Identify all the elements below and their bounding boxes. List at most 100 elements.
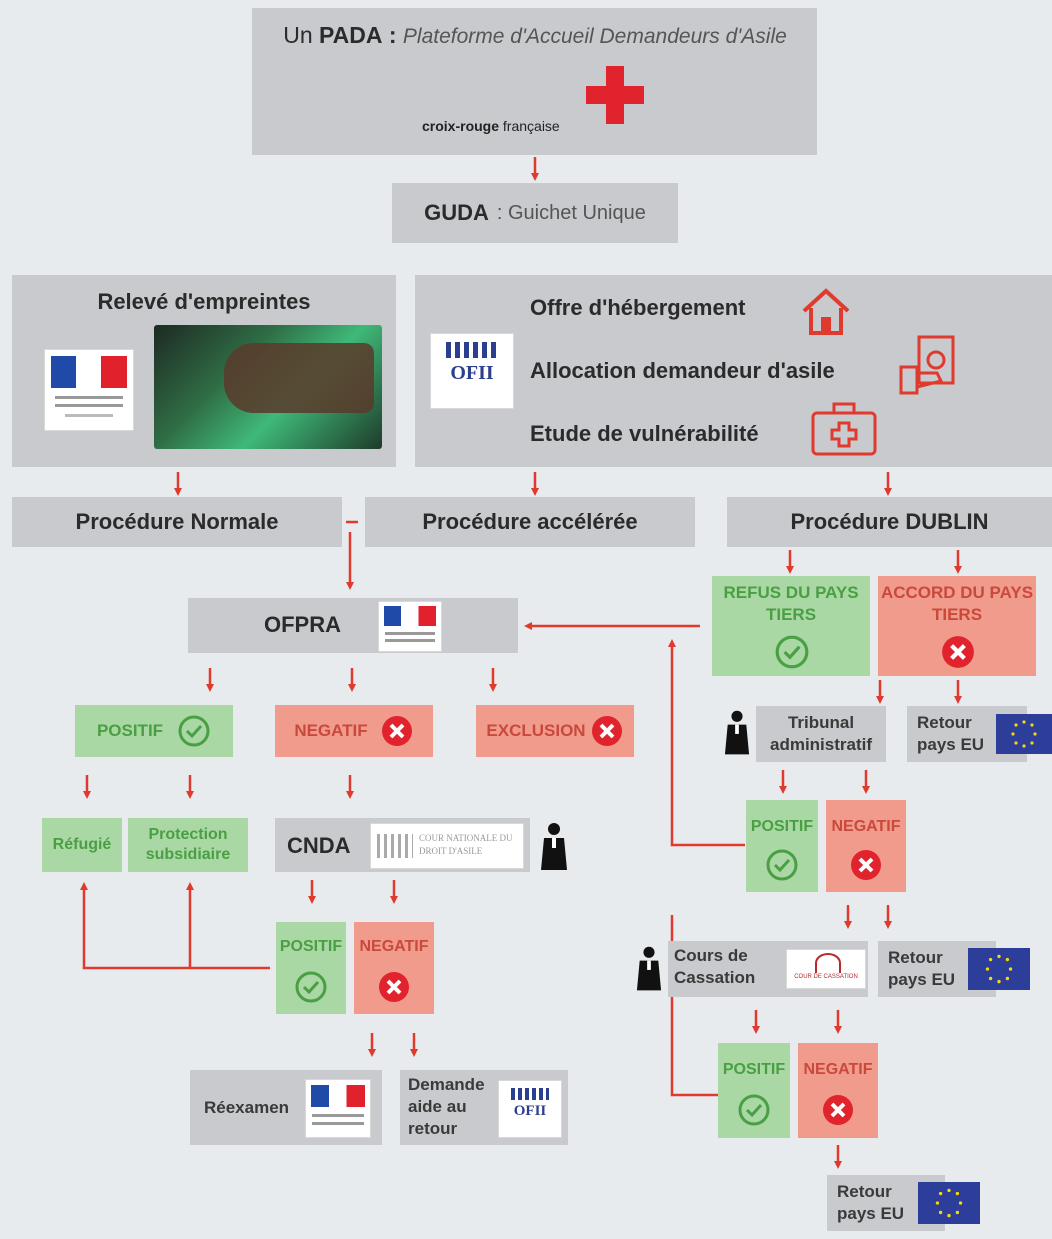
people-icon xyxy=(511,1088,549,1100)
releve-box: Relevé d'empreintes xyxy=(12,275,396,467)
aide-retour-label: Demande aide au retour xyxy=(408,1075,485,1138)
ofii-logo: OFII xyxy=(498,1080,562,1138)
reexamen-label: Réexamen xyxy=(204,1098,290,1117)
service-hebergement: Offre d'hébergement xyxy=(530,295,746,320)
ofii-logo: OFII xyxy=(430,333,514,409)
status-subsidiaire: Protection subsidiaire xyxy=(128,818,248,872)
hand-shape xyxy=(224,343,374,413)
check-circle-icon xyxy=(765,848,799,887)
service-vulnerabilite: Etude de vulnérabilité xyxy=(530,421,759,446)
dublin-refus: REFUS DU PAYS TIERS xyxy=(712,576,870,676)
cross-circle-icon xyxy=(940,634,976,675)
cross-circle-icon xyxy=(821,1093,855,1132)
aide-retour-box: Demande aide au retour OFII xyxy=(400,1070,568,1145)
tribunal-negatif: NEGATIF xyxy=(826,800,906,892)
pada-acronym: PADA xyxy=(319,22,383,48)
ofpra-label: OFPRA xyxy=(264,612,341,637)
cnda-label: CNDA xyxy=(287,833,351,858)
arrow-cnda-positif-refugie xyxy=(80,882,270,970)
people-icon xyxy=(446,342,498,358)
ofii-logo-text: OFII xyxy=(513,1103,547,1119)
tribunal-positif-label: POSITIF xyxy=(750,818,814,835)
pada-colon: : xyxy=(388,22,397,48)
marianne-flag-icon xyxy=(384,606,436,626)
cassation-negatif: NEGATIF xyxy=(798,1043,878,1138)
ofpra-exclusion: EXCLUSION xyxy=(476,705,634,757)
cnda-box: CNDA COUR NATIONALE DU DROIT D'ASILE xyxy=(275,818,530,872)
service-allocation: Allocation demandeur d'asile xyxy=(530,358,835,383)
cassation-logo-text: COUR DE CASSATION xyxy=(794,974,858,980)
croix-rouge-logo-text: croix-rouge française xyxy=(422,118,560,134)
ofpra-negatif: NEGATIF xyxy=(275,705,433,757)
ofpra-box: OFPRA xyxy=(188,598,518,653)
eu-flag-icon xyxy=(968,948,1030,990)
judge-icon xyxy=(724,708,750,758)
pada-un: Un xyxy=(283,22,313,48)
cross-circle-icon xyxy=(590,714,624,748)
marianne-flag-icon xyxy=(311,1085,365,1107)
cnda-positif: POSITIF xyxy=(276,922,346,1014)
cassation-label: Cours de Cassation xyxy=(674,946,756,987)
ofpra-exclusion-label: EXCLUSION xyxy=(486,721,586,740)
red-cross-icon xyxy=(586,66,644,124)
eu-flag-icon xyxy=(996,714,1052,754)
retour-eu-2-label: Retour pays EU xyxy=(888,948,956,989)
check-circle-icon xyxy=(737,1093,771,1132)
cnda-negatif-label: NEGATIF xyxy=(359,938,429,955)
ofii-logo-text: OFII xyxy=(450,362,494,384)
cassation-logo: COUR DE CASSATION xyxy=(786,949,866,989)
money-hand-icon xyxy=(897,333,959,397)
tribunal-positif: POSITIF xyxy=(746,800,818,892)
cross-circle-icon xyxy=(377,970,411,1009)
cnda-negatif: NEGATIF xyxy=(354,922,434,1014)
tribunal-box: Tribunal administratif xyxy=(756,706,886,762)
guda-subtitle: : Guichet Unique xyxy=(496,201,646,224)
pada-heading: Un PADA : Plateforme d'Accueil Demandeur… xyxy=(260,22,810,49)
ofpra-logo xyxy=(305,1079,371,1138)
reexamen-box: Réexamen xyxy=(190,1070,382,1145)
cassation-negatif-label: NEGATIF xyxy=(803,1061,873,1078)
procedure-normale: Procédure Normale xyxy=(12,497,342,547)
ofpra-positif-label: POSITIF xyxy=(96,721,164,740)
releve-title: Relevé d'empreintes xyxy=(97,289,311,314)
guda-box: GUDA : Guichet Unique xyxy=(392,183,678,243)
cassation-box: Cours de Cassation COUR DE CASSATION xyxy=(668,941,868,997)
scales-icon xyxy=(815,953,841,973)
cassation-positif-label: POSITIF xyxy=(722,1061,786,1078)
tribunal-negatif-label: NEGATIF xyxy=(831,818,901,835)
pada-subtitle: Plateforme d'Accueil Demandeurs d'Asile xyxy=(402,25,787,48)
guda-title: GUDA xyxy=(424,200,489,225)
judge-icon xyxy=(636,944,662,994)
retour-eu-3-label: Retour pays EU xyxy=(837,1182,905,1223)
dublin-accord: ACCORD DU PAYS TIERS xyxy=(878,576,1036,676)
ofpra-negatif-label: NEGATIF xyxy=(294,721,368,740)
status-refugie: Réfugié xyxy=(42,818,122,872)
dublin-accord-label: ACCORD DU PAYS TIERS xyxy=(880,583,1034,624)
eu-flag-icon xyxy=(918,1182,980,1224)
cassation-positif: POSITIF xyxy=(718,1043,790,1138)
cross-circle-icon xyxy=(849,848,883,887)
judge-icon xyxy=(540,822,568,872)
croix-rouge-bold: croix-rouge xyxy=(422,118,500,134)
check-circle-icon xyxy=(774,634,810,675)
court-building-icon xyxy=(377,834,413,858)
procedure-dublin: Procédure DUBLIN xyxy=(727,497,1052,547)
cnda-positif-label: POSITIF xyxy=(279,938,343,955)
pada-box: Un PADA : Plateforme d'Accueil Demandeur… xyxy=(252,8,817,155)
retour-eu-1-label: Retour pays EU xyxy=(917,713,985,754)
ofpra-positif: POSITIF xyxy=(75,705,233,757)
ofii-services-box: OFII Offre d'hébergement Allocation dema… xyxy=(415,275,1052,467)
croix-rouge-rest: française xyxy=(502,118,560,134)
cross-circle-icon xyxy=(380,714,414,748)
check-circle-icon xyxy=(177,714,211,748)
marianne-flag-icon xyxy=(51,356,127,388)
check-circle-icon xyxy=(294,970,328,1009)
medical-kit-icon xyxy=(810,401,878,457)
fingerprint-scanner-photo xyxy=(154,325,382,449)
house-icon xyxy=(800,287,852,337)
prefecture-logo xyxy=(44,349,134,431)
cnda-seal-text: COUR NATIONALE DU DROIT D'ASILE xyxy=(419,833,513,856)
ofpra-logo xyxy=(378,601,442,652)
procedure-acceleree: Procédure accélérée xyxy=(365,497,695,547)
dublin-refus-label: REFUS DU PAYS TIERS xyxy=(723,583,859,624)
